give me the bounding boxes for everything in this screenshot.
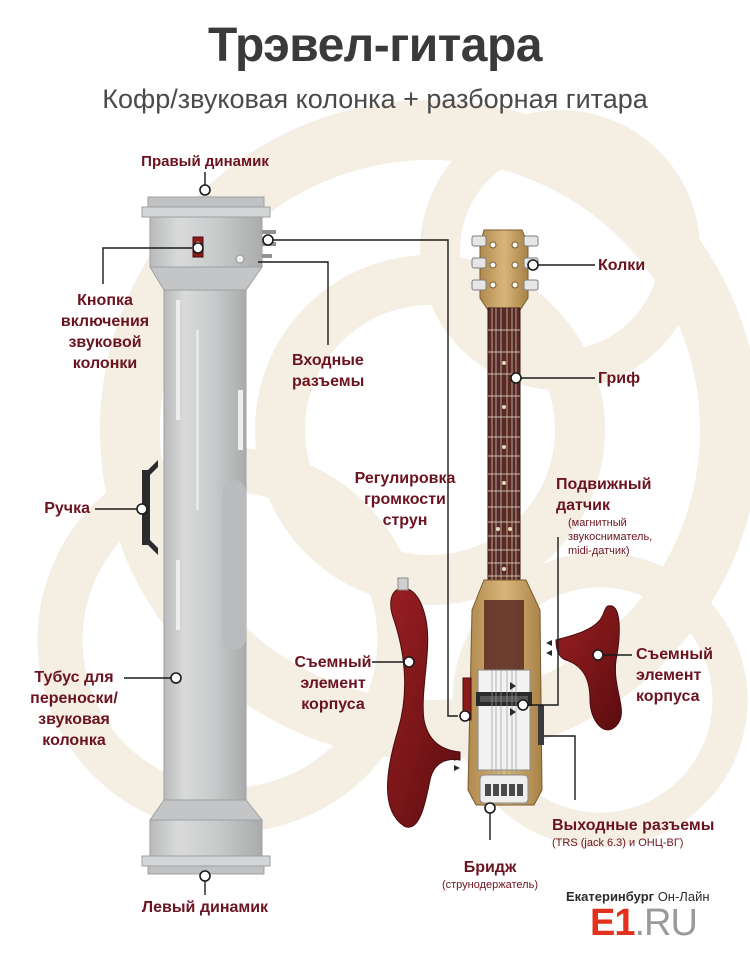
- handle[interactable]: [142, 460, 158, 555]
- label-input-jacks: Входные разъемы: [292, 352, 365, 390]
- logo-tld: .RU: [634, 902, 697, 944]
- label-right-speaker: Правый динамик: [141, 153, 269, 170]
- logo-brand: E1: [590, 902, 635, 944]
- logo[interactable]: E1.RU: [590, 902, 698, 945]
- label-outputs: Выходные разъемы: [552, 817, 715, 834]
- label-neck: Гриф: [598, 370, 641, 387]
- label-outputs-sub: (TRS (jack 6.3) и ОНЦ-ВГ): [552, 837, 684, 849]
- logo-online: Он-Лайн: [657, 889, 710, 904]
- label-pickup: Подвижный датчик: [556, 476, 652, 514]
- label-bridge-sub: (струнодержатель): [441, 879, 538, 891]
- label-body-right: Съемный элемент корпуса: [636, 646, 713, 705]
- page-title: Трэвел-гитара: [208, 19, 542, 72]
- removable-body-left: [387, 587, 461, 828]
- tube-case: [141, 196, 276, 875]
- label-pickup-sub: (магнитный звукосниматель, midi-датчик): [568, 517, 653, 557]
- label-tube: Тубус для переноски/ звуковая колонка: [30, 669, 118, 749]
- logo-caption: Екатеринбург Он-Лайн: [566, 889, 710, 904]
- output-jacks[interactable]: [538, 705, 544, 745]
- label-volume: Регулировка громкости струн: [354, 470, 456, 529]
- removable-body-right: [555, 605, 622, 731]
- label-handle: Ручка: [44, 500, 90, 517]
- label-left-speaker: Левый динамик: [141, 899, 269, 916]
- guitar: [454, 229, 552, 806]
- logo-city: Екатеринбург: [566, 889, 655, 904]
- callout-lines: [95, 172, 632, 895]
- label-power-button: Кнопка включения звуковой колонки: [60, 292, 150, 372]
- label-bridge: Бридж: [463, 859, 517, 876]
- speaker-port-icon: [235, 254, 245, 264]
- label-body-left: Съемный элемент корпуса: [294, 654, 372, 713]
- tuner-pegs: [471, 235, 539, 291]
- label-tuners: Колки: [598, 257, 646, 274]
- callout-dots: [136, 184, 604, 882]
- page-subtitle: Кофр/звуковая колонка + разборная гитара: [102, 84, 648, 114]
